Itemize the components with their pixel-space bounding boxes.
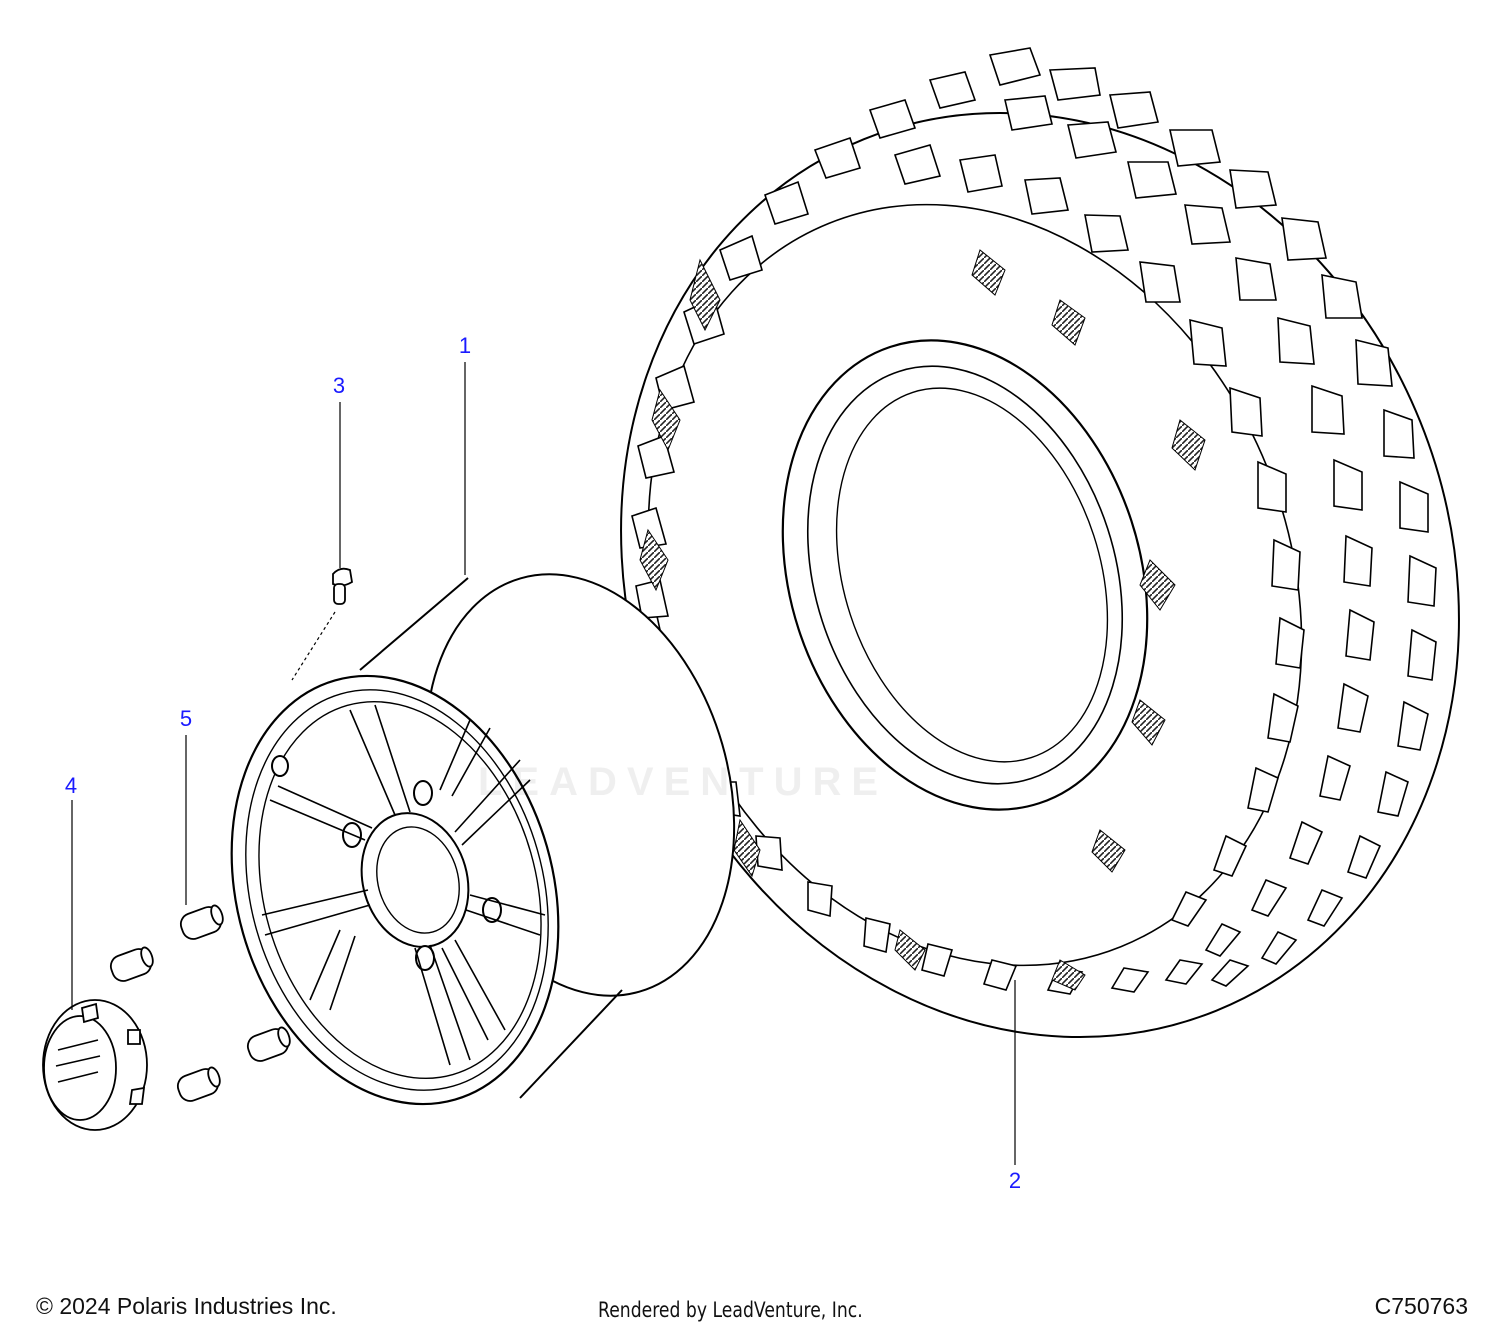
center-cap (42, 999, 148, 1131)
callout-3[interactable]: 3 (332, 373, 346, 398)
diagram-id: C750763 (1374, 1293, 1468, 1319)
callout-4[interactable]: 4 (64, 773, 78, 798)
callout-5[interactable]: 5 (179, 706, 193, 731)
leader-lines (71, 362, 1016, 1165)
lug-nuts (109, 904, 291, 1102)
tire-tread-lugs (631, 47, 1437, 995)
tire (620, 111, 1460, 1039)
valve-stem-install-path (291, 611, 336, 681)
callout-1[interactable]: 1 (458, 333, 472, 358)
lug-nut-1 (179, 904, 224, 940)
lug-nut-2 (109, 946, 154, 982)
valve-stem (332, 567, 353, 605)
wheel-spokes (261, 704, 546, 1066)
copyright-text: © 2024 Polaris Industries Inc. (36, 1293, 337, 1319)
watermark: LEADVENTURE (478, 760, 889, 804)
callout-2[interactable]: 2 (1008, 1168, 1022, 1193)
lug-nut-3 (246, 1026, 291, 1062)
rendered-by-text: Rendered by LeadVenture, Inc. (598, 1298, 863, 1322)
wheel-rim (230, 573, 736, 1106)
lug-nut-4 (176, 1066, 221, 1102)
